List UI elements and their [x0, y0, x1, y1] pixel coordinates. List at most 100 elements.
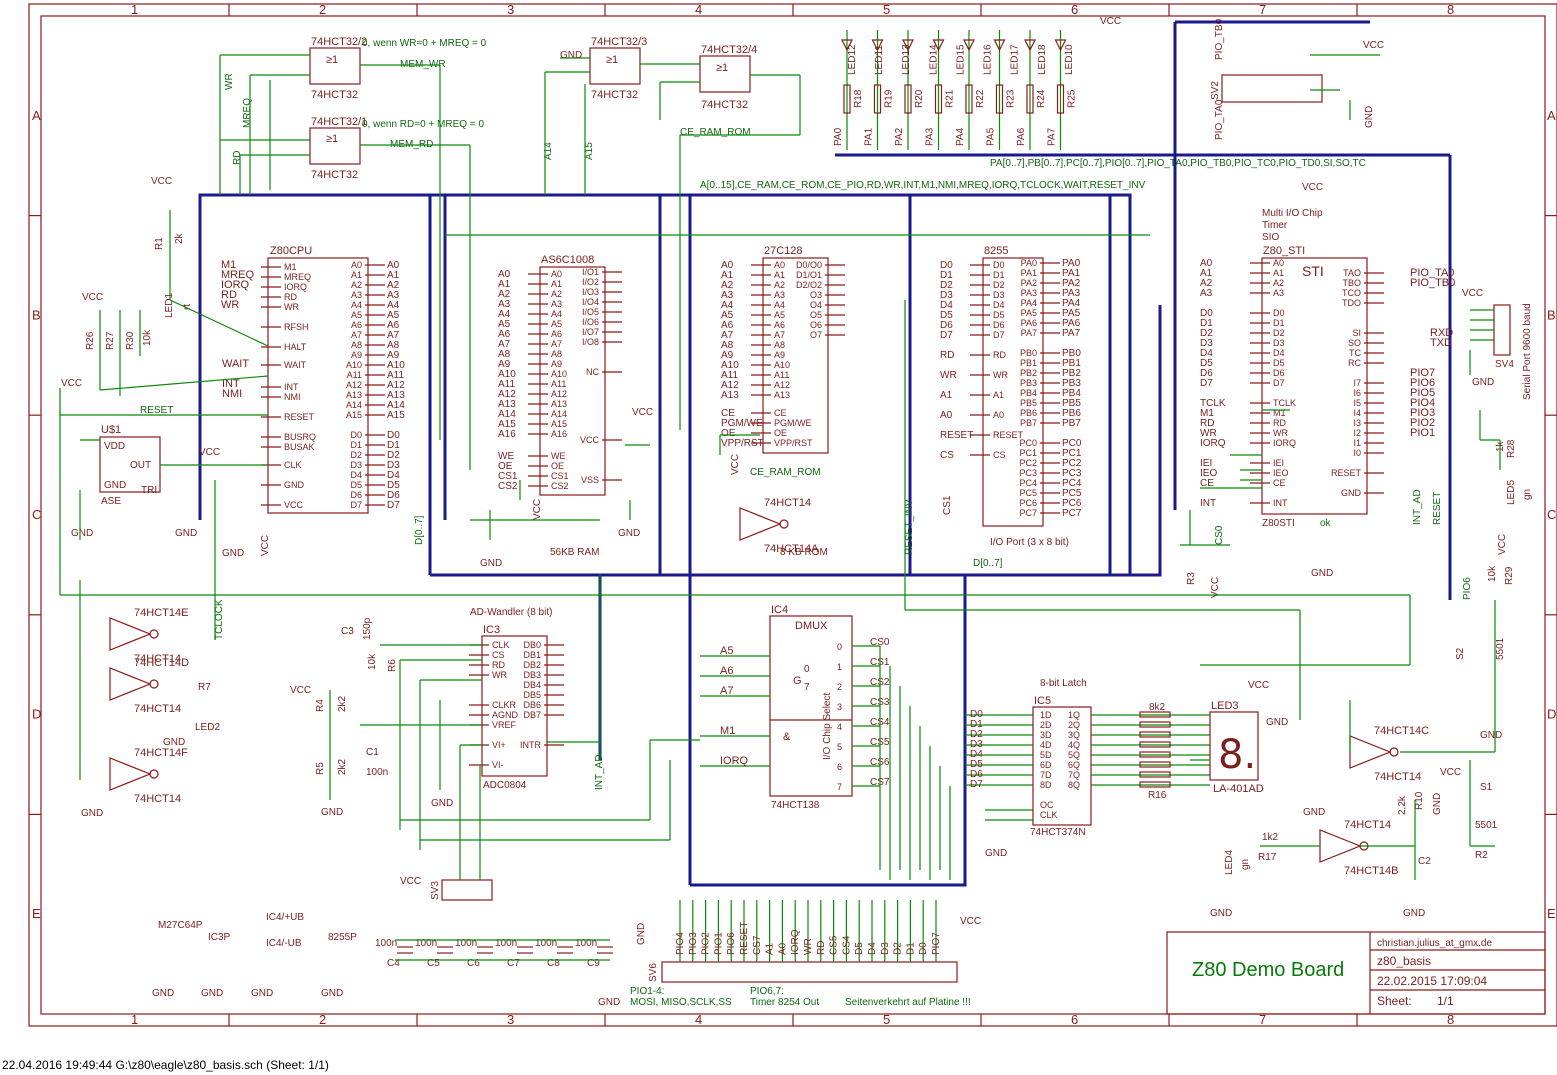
net-a14: A14 [543, 142, 554, 160]
pin-net-label: OE [721, 428, 736, 439]
array-led [902, 39, 914, 52]
connector-name: SV3 [430, 881, 441, 900]
pin-net-label: PC1 [1062, 448, 1082, 459]
pin-label: I3 [1353, 418, 1361, 428]
inverter-type: 74HCT14A [764, 543, 819, 555]
pin-net-label: D4 [940, 300, 953, 311]
vcc-label: VCC [199, 447, 220, 458]
pin-net-label: A0 [721, 260, 734, 271]
gnd-label: GND [636, 923, 647, 945]
pin-net-label: A11 [498, 379, 515, 390]
latch-din-label: D2 [970, 729, 983, 740]
dmux-out-index: 0 [837, 642, 842, 652]
chip-title: DMUX [795, 620, 828, 632]
c3-label: C3 [341, 626, 354, 637]
dmux-in-label: A5 [720, 645, 733, 657]
array-r-label: R21 [945, 89, 956, 108]
note-pio67: PIO6,7: [750, 986, 784, 997]
array-resistor [934, 84, 943, 114]
r17-value: 1k2 [1262, 832, 1279, 843]
pin-label: MREQ [284, 272, 311, 282]
pin-label: PB4 [1020, 388, 1037, 398]
vcc-label: VCC [1302, 182, 1323, 193]
pin-label: D1/O1 [796, 270, 822, 280]
pin-label: PA0 [1021, 258, 1037, 268]
sv6-pin-label: D5 [854, 942, 865, 955]
pin-net-label: PA5 [1062, 308, 1081, 319]
pin-label: A10 [346, 360, 362, 370]
pin-net-label: A1 [940, 390, 953, 401]
s2-value: 5501 [1495, 637, 1506, 660]
pin-net-label: A7 [721, 330, 734, 341]
pin-label: I/O3 [582, 287, 599, 297]
pin-label: A4 [551, 309, 562, 319]
inverter-triangle [109, 667, 152, 701]
wire-segment [169, 299, 269, 347]
pin-net-label: D2 [940, 280, 953, 291]
cs-label: CS1 [942, 495, 953, 515]
pin-label: A8 [351, 340, 362, 350]
m27c64p-label: M27C64P [158, 920, 203, 931]
sv6-pin-label: PIO7 [931, 932, 942, 955]
grid-row-label: D [1547, 707, 1556, 722]
gnd-label: GND [985, 848, 1007, 859]
pin-label: RC [1348, 358, 1361, 368]
pin-net-label: A10 [387, 360, 405, 371]
pin-net-label: A8 [498, 349, 511, 360]
pin-label: CE [1273, 478, 1286, 488]
pin-net-label: A9 [387, 350, 400, 361]
dmux-out-label: CS0 [870, 637, 890, 648]
osc-pin: GND [104, 480, 126, 491]
inverter-name: 74HCT14F [134, 747, 188, 759]
connector-name: SV6 [648, 963, 659, 982]
chip-name: AS6C1008 [541, 254, 594, 266]
array-resistor [873, 84, 882, 114]
r4-value: 2k2 [337, 695, 348, 712]
led1-label: LED1 [164, 293, 175, 318]
r6-value: 10k [367, 653, 378, 670]
vcc-label: VCC [1462, 288, 1483, 299]
latch-q-pin: 3Q [1068, 730, 1080, 740]
gnd-label: GND [1303, 807, 1325, 818]
pin-label: A3 [351, 290, 362, 300]
pin-label: D7 [350, 500, 362, 510]
cap-name: C9 [587, 958, 600, 969]
cap-name: C8 [547, 958, 560, 969]
pin-label: A0 [551, 269, 562, 279]
led4-label: LED4 [1224, 850, 1235, 875]
pin-net-label: D7 [940, 330, 953, 341]
pin-label: VPP/RST [774, 438, 813, 448]
latch-q-pin: 6Q [1068, 760, 1080, 770]
pin-net-label: A3 [387, 290, 400, 301]
pin-net-label: OE [498, 461, 513, 472]
inverter-bubble [1389, 747, 1399, 757]
gnd-label: GND [1210, 908, 1232, 919]
pin-label: A1 [1273, 268, 1284, 278]
pin-label: A10 [551, 369, 567, 379]
led2-label: LED2 [195, 722, 220, 733]
dmux-out-index: 2 [837, 682, 842, 692]
vcc-label: VCC [1100, 16, 1121, 27]
gate-type: 74HCT32 [311, 169, 358, 181]
grid-col-label: 1 [131, 2, 138, 17]
z80-sti-chip: Z80_STI STI Multi I/O Chip Timer SIO Z80… [1200, 208, 1455, 529]
dmux-in-label: M1 [720, 725, 735, 737]
inverter-type: 74HCT14 [1374, 771, 1421, 783]
note-pio14-desc: MOSI, MISO,SCLK,SS [630, 997, 732, 1008]
array-pa-label: PA2 [894, 127, 905, 146]
led5-color: gn [1522, 489, 1533, 500]
vcc-label: VCC [632, 407, 653, 418]
latch-resistor [1139, 711, 1171, 718]
gate-type: 74HCT32 [311, 89, 358, 101]
pin-label: VCC [580, 435, 600, 445]
net-reset-2: RESET [1432, 492, 1443, 525]
latch-resistor [1139, 721, 1171, 728]
net-wr: WR [224, 73, 235, 90]
gnd-label: GND [431, 798, 453, 809]
pin-label: INT [1273, 498, 1288, 508]
pin-net-label: D6 [1200, 368, 1213, 379]
chip-name: IC3 [483, 624, 500, 636]
pin-net-label: PC5 [1062, 488, 1082, 499]
pin-net-label: A8 [721, 340, 734, 351]
